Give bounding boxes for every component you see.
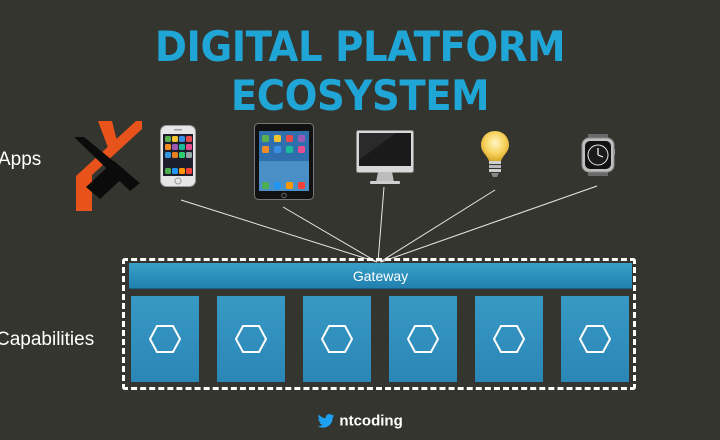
footer-handle: ntcoding xyxy=(0,412,720,430)
twitter-bird-icon xyxy=(317,414,335,428)
gateway-bar: Gateway xyxy=(129,263,632,289)
hexagon-icon xyxy=(493,325,525,353)
page-title: DIGITAL PLATFORM ECOSYSTEM xyxy=(154,22,566,120)
hexagon-icon xyxy=(321,325,353,353)
capability-box xyxy=(303,296,371,382)
capability-box xyxy=(131,296,199,382)
tablet-icon xyxy=(254,123,314,200)
smartphone-icon xyxy=(160,125,196,187)
capability-box xyxy=(217,296,285,382)
apps-label: Apps xyxy=(0,149,42,170)
hexagon-icon xyxy=(149,325,181,353)
hexagon-icon xyxy=(235,325,267,353)
platform-boundary xyxy=(122,258,636,390)
app-logo-icon xyxy=(74,121,142,211)
capabilities-label: Capabilities xyxy=(0,329,95,350)
lightbulb-icon xyxy=(481,131,509,177)
capability-box xyxy=(561,296,629,382)
hexagon-icon xyxy=(407,325,439,353)
hexagon-icon xyxy=(579,325,611,353)
capability-box xyxy=(475,296,543,382)
smartwatch-icon xyxy=(581,134,615,176)
capability-box xyxy=(389,296,457,382)
footer-handle-text: ntcoding xyxy=(339,412,403,430)
desktop-monitor-icon xyxy=(356,130,414,184)
